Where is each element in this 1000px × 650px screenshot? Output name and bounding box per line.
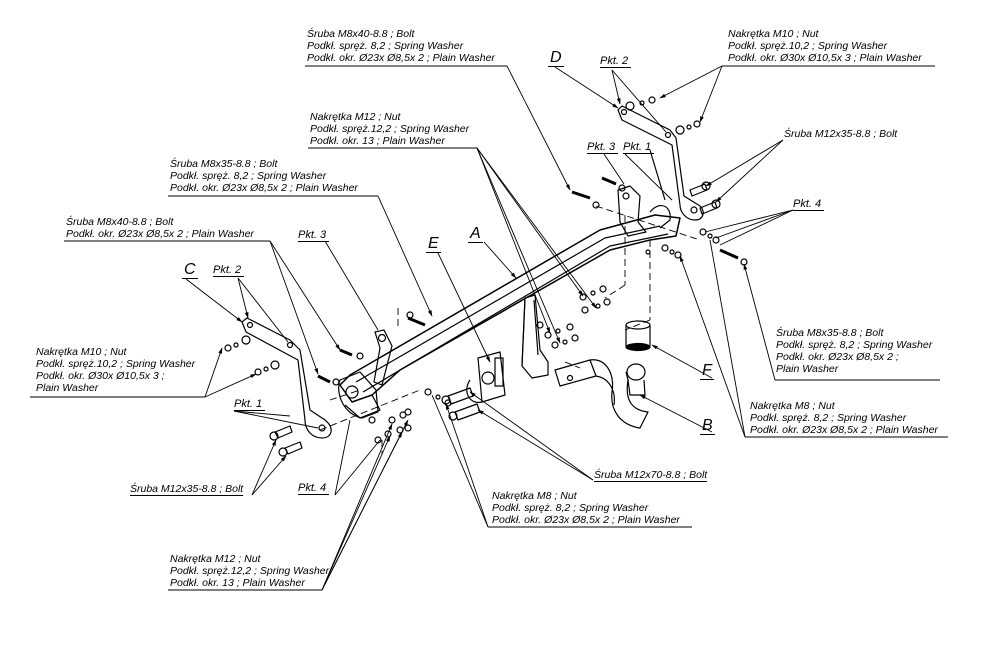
callout-line: Podkł. okr. Ø23x Ø8,5x 2 ; Plain Washer — [66, 228, 254, 240]
callout-line: Podkł. okr. Ø23x Ø8,5x 2 ; Plain Washer — [170, 182, 358, 194]
callout-line: Podkł. spręż. 8,2 ; Spring Washer — [776, 339, 933, 351]
callout-line: Podkł. spręż.12,2 ; Spring Washer — [170, 565, 330, 577]
point-3-label-right: Pkt. 3 — [587, 141, 619, 154]
point-2-label-left: Pkt. 2 — [213, 264, 245, 277]
part-label-f: F — [700, 362, 714, 380]
callout-line: Podkł. spręż. 8,2 ; Spring Washer — [170, 170, 327, 182]
callout-line: Podkł. okr. 13 ; Plain Washer — [170, 577, 305, 589]
callout-line: Podkł. okr. 13 ; Plain Washer — [310, 135, 445, 147]
callout-line: Podkł. okr. Ø30x Ø10,5x 3 ; — [36, 370, 165, 382]
point-2-label-right: Pkt. 2 — [600, 55, 632, 68]
callout-bolt-m12x35-left: Śruba M12x35-8.8 ; Bolt — [130, 483, 244, 496]
callout-nut-m10-left: Nakrętka M10 ; Nut Podkł. spręż.10,2 ; S… — [36, 346, 195, 394]
callout-line: Podkł. okr. Ø30x Ø10,5x 3 ; Plain Washer — [728, 52, 922, 64]
part-label-d: D — [548, 49, 564, 67]
callout-line: Nakrętka M8 ; Nut — [492, 490, 577, 502]
callout-line: Nakrętka M12 ; Nut — [170, 553, 261, 565]
callout-line: Podkł. spręż.10,2 ; Spring Washer — [36, 358, 196, 370]
callout-line: Śruba M8x40-8.8 ; Bolt — [66, 216, 174, 228]
callout-line: Śruba M8x35-8.8 ; Bolt — [170, 158, 278, 170]
callout-bolt-m8x40-top: Śruba M8x40-8.8 ; Bolt Podkł. spręż. 8,2… — [307, 28, 495, 64]
callout-line: Nakrętka M10 ; Nut — [36, 346, 127, 358]
right-mount-bracket — [618, 186, 670, 236]
callout-bolt-m8x35-right: Śruba M8x35-8.8 ; Bolt Podkł. spręż. 8,2… — [776, 327, 932, 375]
callout-line: Nakrętka M12 ; Nut — [310, 111, 401, 123]
center-vertical-bracket — [522, 295, 548, 378]
callout-line: Nakrętka M8 ; Nut — [750, 400, 835, 412]
callout-line: Plain Washer — [776, 363, 839, 375]
point-1-label-right: Pkt. 1 — [623, 141, 655, 154]
point-4-label-right: Pkt. 4 — [793, 198, 825, 211]
callout-line: Podkł. spręż.12,2 ; Spring Washer — [310, 123, 470, 135]
callout-line: Podkł. spręż. 8,2 ; Spring Washer — [307, 40, 464, 52]
callout-bolt-m12x35-right: Śruba M12x35-8.8 ; Bolt — [784, 128, 897, 140]
ball-cap-part-f — [626, 321, 650, 351]
tow-ball-part-b — [555, 360, 648, 428]
socket-plate-part-e — [467, 352, 505, 402]
left-mount-bracket — [339, 330, 392, 418]
callout-nut-m10-top: Nakrętka M10 ; Nut Podkł. spręż.10,2 ; S… — [728, 28, 922, 64]
fasteners — [225, 97, 747, 456]
leader-lines — [30, 66, 948, 590]
side-bracket-part-d — [618, 106, 703, 220]
callout-nut-m12-upper: Nakrętka M12 ; Nut Podkł. spręż.12,2 ; S… — [310, 111, 469, 147]
callout-line: Podkł. spręż. 8,2 ; Spring Washer — [750, 412, 907, 424]
callout-bolt-m8x35-upper: Śruba M8x35-8.8 ; Bolt Podkł. spręż. 8,2… — [170, 158, 358, 194]
part-label-c: C — [182, 261, 198, 279]
callout-line: Śruba M12x35-8.8 ; Bolt — [784, 128, 898, 140]
side-bracket-part-c — [242, 318, 331, 438]
callout-line: Podkł. spręż.10,2 ; Spring Washer — [728, 40, 888, 52]
part-label-b: B — [700, 417, 715, 435]
callout-line: Plain Washer — [36, 382, 99, 394]
part-label-a: A — [468, 225, 483, 243]
callout-line: Podkł. okr. Ø23x Ø8,5x 2 ; Plain Washer — [307, 52, 495, 64]
point-1-label-left: Pkt. 1 — [234, 398, 266, 411]
callout-line: Śruba M12x35-8.8 ; Bolt — [130, 483, 244, 496]
crossbar-part-a — [340, 215, 680, 418]
callout-nut-m8-bottom: Nakrętka M8 ; Nut Podkł. spręż. 8,2 ; Sp… — [492, 490, 680, 526]
callout-line: Podkł. spręż. 8,2 ; Spring Washer — [492, 502, 649, 514]
callout-line: Śruba M12x70-8.8 ; Bolt — [594, 469, 708, 482]
callout-line: Śruba M8x40-8.8 ; Bolt — [307, 28, 415, 40]
callout-nut-m8-right: Nakrętka M8 ; Nut Podkł. spręż. 8,2 ; Sp… — [750, 400, 938, 436]
callout-line: Nakrętka M10 ; Nut — [728, 28, 819, 40]
callout-line: Podkł. okr. Ø23x Ø8,5x 2 ; — [776, 351, 899, 363]
callout-bolt-m12x70: Śruba M12x70-8.8 ; Bolt — [594, 469, 708, 482]
callout-nut-m12-bottom: Nakrętka M12 ; Nut Podkł. spręż.12,2 ; S… — [170, 553, 329, 589]
part-label-e: E — [426, 235, 441, 253]
callout-line: Podkł. okr. Ø23x Ø8,5x 2 ; Plain Washer — [492, 514, 680, 526]
point-4-label-left: Pkt. 4 — [298, 482, 330, 495]
point-3-label-left: Pkt. 3 — [298, 229, 330, 242]
alignment-lines — [320, 206, 700, 455]
callout-line: Śruba M8x35-8.8 ; Bolt — [776, 327, 884, 339]
callout-line: Podkł. okr. Ø23x Ø8,5x 2 ; Plain Washer — [750, 424, 938, 436]
callout-bolt-m8x40-left: Śruba M8x40-8.8 ; Bolt Podkł. okr. Ø23x … — [66, 216, 254, 240]
